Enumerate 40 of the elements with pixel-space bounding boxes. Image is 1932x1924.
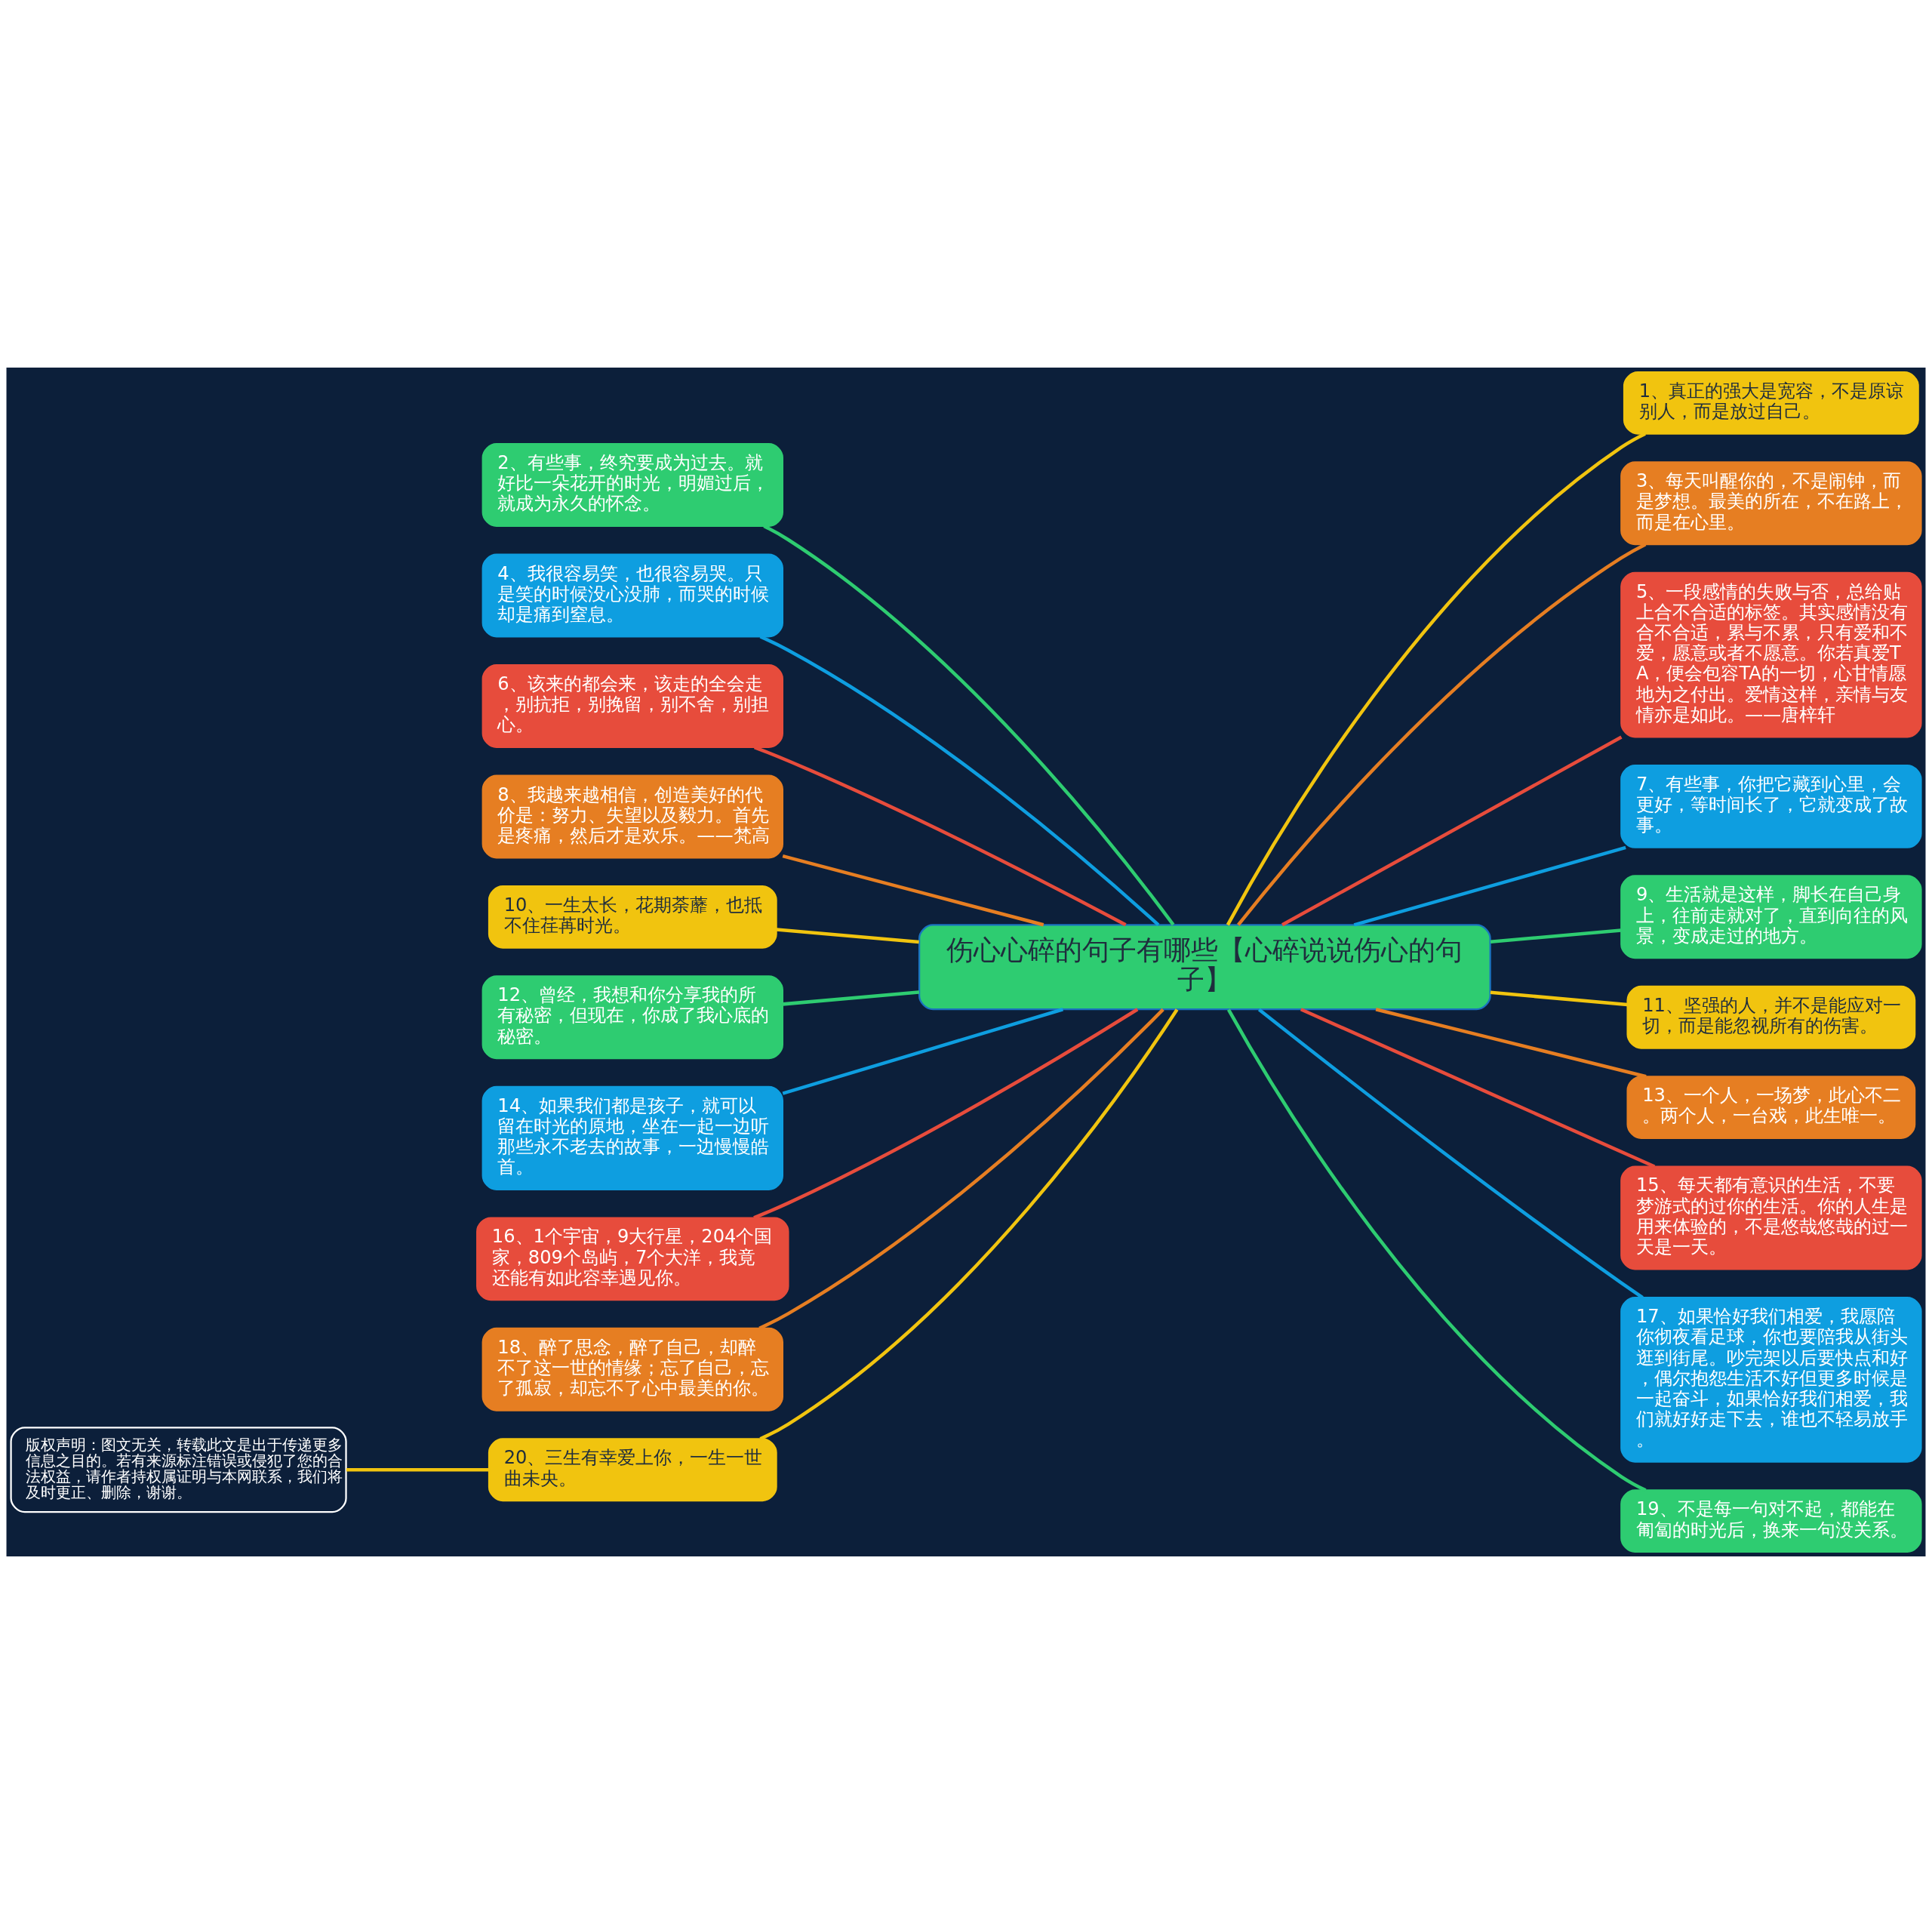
node-box: 11、坚强的人，并不是能应对一切，而是能忽视所有的伤害。: [1626, 985, 1916, 1049]
node-box: 4、我很容易笑，也很容易哭。只是笑的时候没心没肺，而哭的时候却是痛到窒息。: [481, 553, 783, 638]
node-box: 版权声明：图文无关，转载此文是出于传递更多信息之目的。若有来源标注错误或侵犯了您的合法权益，请作者持权属证明与本网联系，我们将及时更正、删除，谢谢。: [10, 1427, 347, 1513]
node-box: 20、三生有幸爱上你，一生一世曲未央。: [488, 1438, 777, 1502]
node-box: 14、如果我们都是孩子，就可以留在时光的原地，坐在一起一边听那些永不老去的故事，一边慢慢皓首。: [481, 1085, 783, 1190]
node-box: 1、真正的强大是宽容，不是原谅别人，而是放过自己。: [1623, 371, 1919, 435]
connector: [346, 1467, 489, 1472]
node-box: 5、一段感情的失败与否，总给贴上合不合适的标签。其实感情没有合不合适，累与不累，只有爱和不爱，愿意或者不愿意。你若真爱TA，便会包容TA的一切，心甘情愿地为之付出。爱情这样，亲情与友情亦是如此。——唐梓轩: [1620, 571, 1922, 738]
node-box: 19、不是每一句对不起，都能在匍匐的时光后，换来一句没关系。: [1620, 1489, 1922, 1553]
node-box: 18、醉了思念，醉了自己，却醉不了这一世的情缘；忘了自己，忘了孤寂，却忘不了心中最美的你。: [481, 1327, 783, 1411]
connector: [759, 635, 1160, 926]
connector: [758, 1008, 1164, 1330]
connector: [753, 1008, 1139, 1220]
node-box: 13、一个人，一场梦，此心不二。两个人，一台戏，此生唯一。: [1626, 1076, 1916, 1139]
connector: [1353, 845, 1626, 927]
node-box: 15、每天都有意识的生活，不要梦游式的过你的生活。你的人生是用来体验的，不是悠哉悠哉的过一天是一天。: [1620, 1165, 1922, 1270]
connector: [1281, 735, 1623, 927]
node-box: 2、有些事，终究要成为过去。就好比一朵花开的时光，明媚过后，就成为永久的怀念。: [481, 443, 783, 528]
connector: [782, 854, 1044, 927]
node-box: 12、曾经，我想和你分享我的所有秘密，但现在，你成了我心底的秘密。: [481, 975, 783, 1060]
node-box: 10、一生太长，花期荼蘼，也抵不住荏苒时光。: [488, 885, 777, 949]
node-box: 16、1个宇宙，9大行星，204个国家，809个岛屿，7个大洋，我竟还能有如此容幸遇见你。: [476, 1217, 789, 1301]
node-box: 伤心心碎的句子有哪些【心碎说说伤心的句子】: [918, 924, 1491, 1011]
node-box: 6、该来的都会来，该走的全会走，别抗拒，别挽留，别不舍，别担心。: [481, 664, 783, 748]
connector: [1226, 432, 1646, 926]
connector: [1375, 1008, 1647, 1079]
connector: [1237, 543, 1647, 926]
node-box: 9、生活就是这样，脚长在自己身上，往前走就对了，直到向往的风景，变成走过的地方。: [1620, 875, 1922, 959]
connector: [1300, 1008, 1656, 1168]
connector: [1226, 1008, 1647, 1492]
node-box: 8、我越来越相信，创造美好的代价是：努力、失望以及毅力。首先是疼痛，然后才是欢乐。——梵高: [481, 774, 783, 859]
connector: [782, 1008, 1063, 1095]
connector: [759, 1008, 1179, 1441]
node-box: 3、每天叫醒你的，不是闹钟，而是梦想。最美的所在，不在路上，而是在心里。: [1620, 461, 1922, 546]
connector: [1490, 928, 1622, 944]
node-box: 7、有些事，你把它藏到心里，会更好，等时间长了，它就变成了故事。: [1620, 764, 1922, 848]
connector: [776, 928, 919, 944]
node-box: 17、如果恰好我们相爱，我愿陪你彻夜看足球，你也要陪我从街头逛到街尾。吵完架以后要快点和好，偶尔抱怨生活不好但更多时候是一起奋斗，如果恰好我们相爱，我们就好好走下去，谁也不轻易放手。: [1620, 1297, 1922, 1463]
connector: [783, 990, 920, 1006]
connector: [1490, 990, 1628, 1007]
